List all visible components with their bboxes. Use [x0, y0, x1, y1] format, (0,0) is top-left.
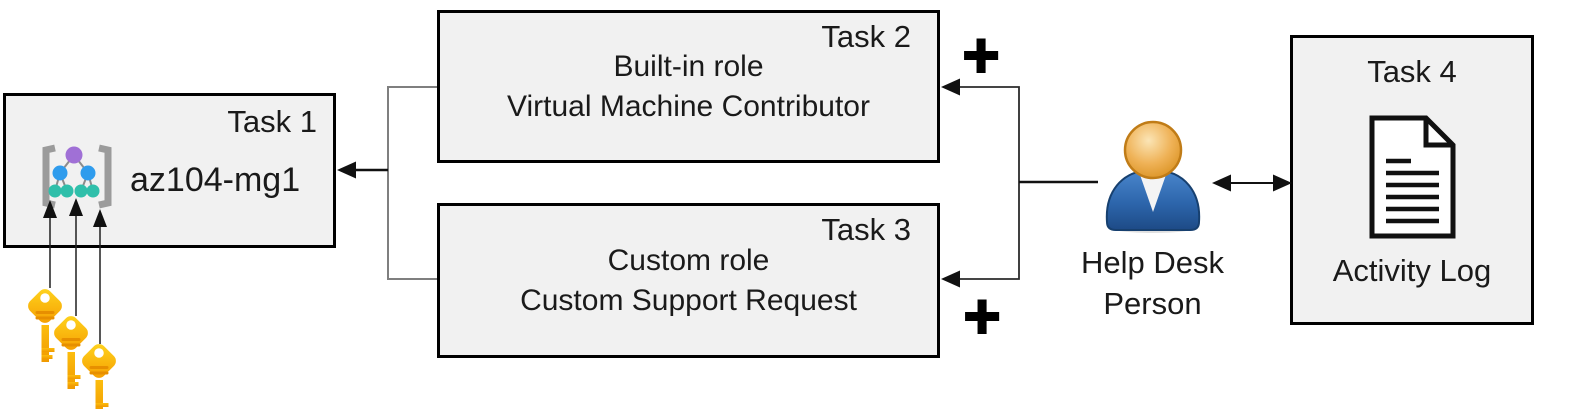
- help-desk-person: Help Desk Person: [1075, 120, 1230, 324]
- arrowhead-task3: [941, 270, 960, 288]
- management-group-icon: [42, 144, 112, 209]
- arrowhead-task1: [337, 161, 356, 179]
- management-group-row: az104-mg1: [39, 140, 300, 220]
- task2-role-type: Built-in role: [613, 49, 764, 83]
- task1-box: Task 1 az104-mg1: [3, 93, 336, 248]
- task2-box: Task 2 Built-in role Virtual Machine Con…: [437, 10, 940, 163]
- person-icon: [1105, 120, 1200, 233]
- task2-role-name: Virtual Machine Contributor: [507, 89, 870, 123]
- key-icon: [51, 313, 91, 389]
- management-group-name: az104-mg1: [130, 161, 301, 199]
- plus-sign: +: [962, 280, 1001, 352]
- key-icon: [25, 286, 65, 362]
- person-label-line1: Help Desk: [1081, 245, 1224, 280]
- key-icons-group: [25, 286, 119, 409]
- task3-box: Task 3 Custom role Custom Support Reques…: [437, 203, 940, 358]
- plus-sign: +: [961, 19, 1000, 91]
- task2-label: Task 2: [821, 19, 911, 54]
- document-icon: [1369, 115, 1456, 239]
- task3-label: Task 3: [821, 212, 911, 247]
- task4-caption: Activity Log: [1332, 253, 1492, 288]
- task3-role-type: Custom role: [607, 243, 770, 277]
- person-label-line2: Person: [1103, 286, 1202, 321]
- right-bracket-connector: [955, 86, 1020, 280]
- task1-label: Task 1: [227, 104, 317, 139]
- left-bracket-connector: [387, 86, 437, 280]
- task3-role-name: Custom Support Request: [520, 283, 857, 317]
- task4-label: Task 4: [1367, 54, 1457, 89]
- key-icon: [79, 341, 119, 409]
- task4-box: Task 4 Activity Log: [1290, 35, 1534, 325]
